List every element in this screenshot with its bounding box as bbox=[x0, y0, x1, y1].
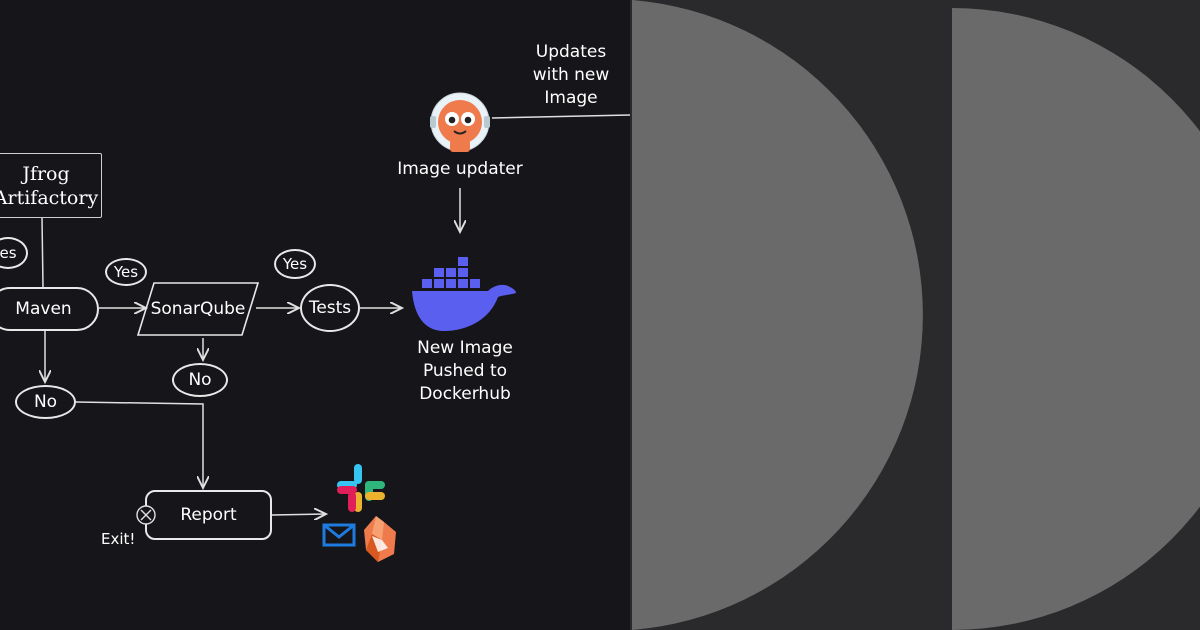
sonarqube-node: SonarQube bbox=[136, 281, 260, 337]
docker-whale-icon bbox=[412, 257, 516, 331]
updates-caption-line-3: Image bbox=[544, 88, 598, 108]
exit-label: Exit! bbox=[101, 530, 136, 548]
docker-caption: New Image Pushed to Dockerhub bbox=[390, 337, 540, 406]
slack-icon bbox=[337, 464, 385, 512]
updates-caption: Updates with new Image bbox=[515, 41, 627, 110]
connector-lines bbox=[0, 114, 630, 630]
placeholder-panel-2 bbox=[952, 0, 1200, 630]
placeholder-panel-1 bbox=[632, 0, 950, 630]
artifactory-label-1: Jfrog bbox=[22, 162, 70, 185]
gitlab-icon bbox=[364, 516, 396, 562]
docker-caption-line-1: New Image bbox=[417, 338, 513, 358]
line-artifactory-maven bbox=[41, 217, 44, 288]
image-updater-label: Image updater bbox=[397, 159, 523, 179]
decision-yes-maven-sonar: Yes bbox=[105, 258, 147, 286]
decision-yes-1-label: Yes bbox=[113, 263, 139, 281]
decision-no-1-label: No bbox=[33, 392, 58, 412]
line-no-report bbox=[75, 401, 203, 488]
arrow-report-notify bbox=[271, 514, 326, 515]
decision-no-maven: No bbox=[15, 385, 76, 419]
half-circle-shape-1 bbox=[632, 0, 923, 630]
report-label: Report bbox=[180, 505, 237, 525]
decision-yes-sonar-tests: Yes bbox=[274, 249, 316, 279]
sonarqube-label: SonarQube bbox=[150, 299, 246, 319]
artifactory-label-2: Artifactory bbox=[0, 186, 99, 209]
line-updater-updates bbox=[491, 114, 630, 119]
decision-yes-2-label: Yes bbox=[282, 255, 308, 273]
email-icon bbox=[322, 523, 356, 547]
docker-caption-line-3: Dockerhub bbox=[419, 384, 511, 404]
exit-x-icon bbox=[136, 505, 156, 525]
docker-caption-line-2: Pushed to bbox=[422, 361, 508, 381]
updates-caption-line-1: Updates bbox=[535, 42, 607, 62]
maven-node: Maven bbox=[0, 287, 99, 331]
updates-caption-line-2: with new bbox=[532, 65, 610, 85]
pipeline-diagram: Jfrog Artifactory es Yes Yes Maven Sonar… bbox=[0, 0, 630, 630]
sonarqube-shape bbox=[136, 282, 260, 336]
decision-yes-left-label: es bbox=[0, 244, 17, 262]
report-node: Report bbox=[145, 490, 272, 540]
maven-label: Maven bbox=[15, 299, 72, 319]
artifactory-box: Jfrog Artifactory bbox=[0, 153, 102, 218]
tests-label: Tests bbox=[308, 298, 352, 318]
decision-no-sonar: No bbox=[172, 363, 228, 397]
half-circle-shape-2 bbox=[952, 8, 1200, 630]
decision-no-2-label: No bbox=[188, 370, 212, 390]
decision-yes-left: es bbox=[0, 237, 28, 269]
tests-node: Tests bbox=[300, 284, 360, 332]
argo-mascot-icon bbox=[430, 92, 490, 152]
